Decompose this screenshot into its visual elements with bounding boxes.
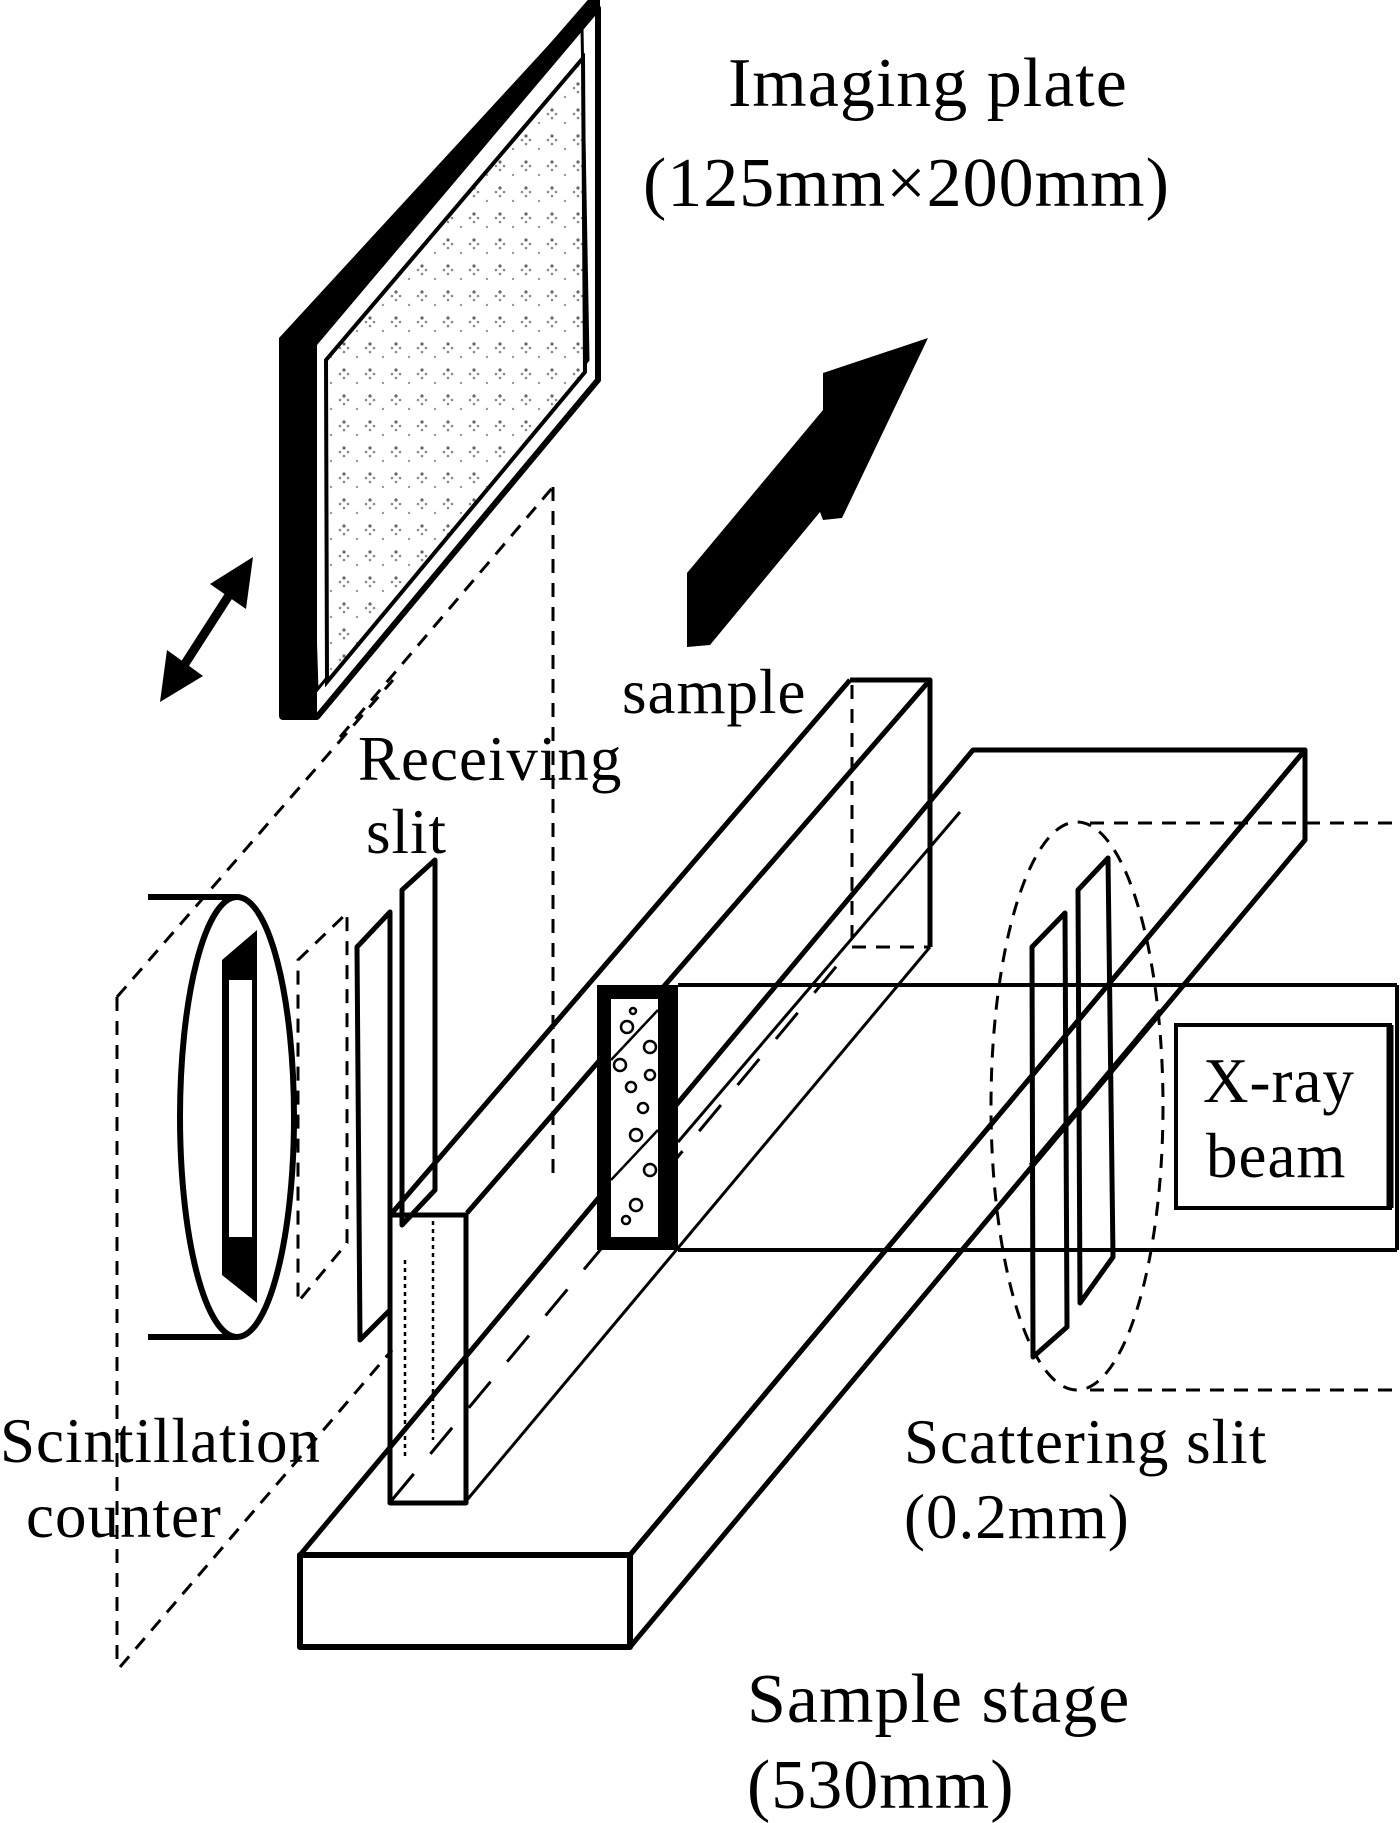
sample-stage-label: Sample stage	[747, 1661, 1130, 1738]
scintillation-counter-label: Scintillation	[0, 1406, 321, 1476]
imaging-plate	[279, 0, 601, 720]
xray-beam	[676, 811, 1399, 1252]
sample-stage-size-label: (530mm)	[747, 1747, 1015, 1823]
scattering-slit	[1029, 855, 1116, 1360]
aperture-ellipse	[989, 820, 1165, 1392]
imaging-plate-surface	[323, 52, 588, 688]
receiving-slit-label: Receiving	[358, 724, 622, 794]
labels: Imaging plate (125mm×200mm) sample Recei…	[0, 45, 1355, 1823]
scintillation-counter	[148, 894, 297, 1340]
detector-aperture-dashed	[296, 909, 349, 1307]
scattering-slit-aperture	[989, 820, 1400, 1392]
imaging-plate-size-label: (125mm×200mm)	[643, 145, 1170, 222]
receiving-slit-label-2: slit	[366, 797, 447, 867]
xray-beam-label-2: beam	[1206, 1121, 1346, 1191]
scintillation-counter-label-2: counter	[26, 1481, 222, 1551]
double-arrow-icon	[160, 557, 253, 702]
stage-front-face	[297, 1552, 633, 1650]
projection-lines	[115, 486, 555, 1668]
scattering-slit-size-label: (0.2mm)	[904, 1482, 1130, 1552]
receiving-slit-front-plate	[354, 909, 393, 1343]
scattering-slit-label: Scattering slit	[904, 1407, 1267, 1477]
receiving-slit-back-plate	[399, 857, 438, 1228]
imaging-plate-label: Imaging plate	[728, 45, 1128, 122]
xray-beam-label: X-ray	[1203, 1046, 1355, 1116]
scattering-slit-front-plate	[1029, 910, 1070, 1360]
sample-stage	[297, 747, 1308, 1650]
bold-arrow-icon	[687, 338, 928, 647]
receiving-slit	[296, 857, 438, 1343]
xray-beam-label-box	[1174, 1023, 1392, 1210]
scattering-slit-back-plate	[1075, 855, 1116, 1306]
sample-container	[390, 677, 933, 1501]
sample-particles	[612, 1006, 658, 1226]
sample-label: sample	[622, 657, 806, 727]
sample-holder	[597, 985, 678, 1250]
imaging-plate-edge	[279, 338, 317, 720]
sample-container-near-face	[387, 1212, 469, 1506]
